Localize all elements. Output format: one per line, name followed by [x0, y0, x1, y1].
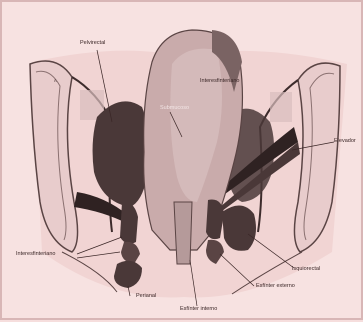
label-esfinter-interno: Esfínter interno [180, 306, 217, 312]
label-perianal: Perianal [136, 293, 156, 299]
label-interesfinteriano-top: Interesfinteriano [200, 78, 239, 84]
right-bone-texture [270, 92, 292, 122]
label-isquiorectal: Isquiorectal [292, 266, 320, 272]
label-esfinter-externo: Esfínter externo [256, 283, 295, 289]
label-interesfinteriano-bottom: Interesfinteriano [16, 251, 55, 257]
label-pelvirectal: Pelvirectal [80, 40, 105, 46]
label-submucoso: Submucoso [160, 105, 189, 111]
anal-canal [174, 202, 192, 264]
label-elevador: Elevador [334, 138, 356, 144]
